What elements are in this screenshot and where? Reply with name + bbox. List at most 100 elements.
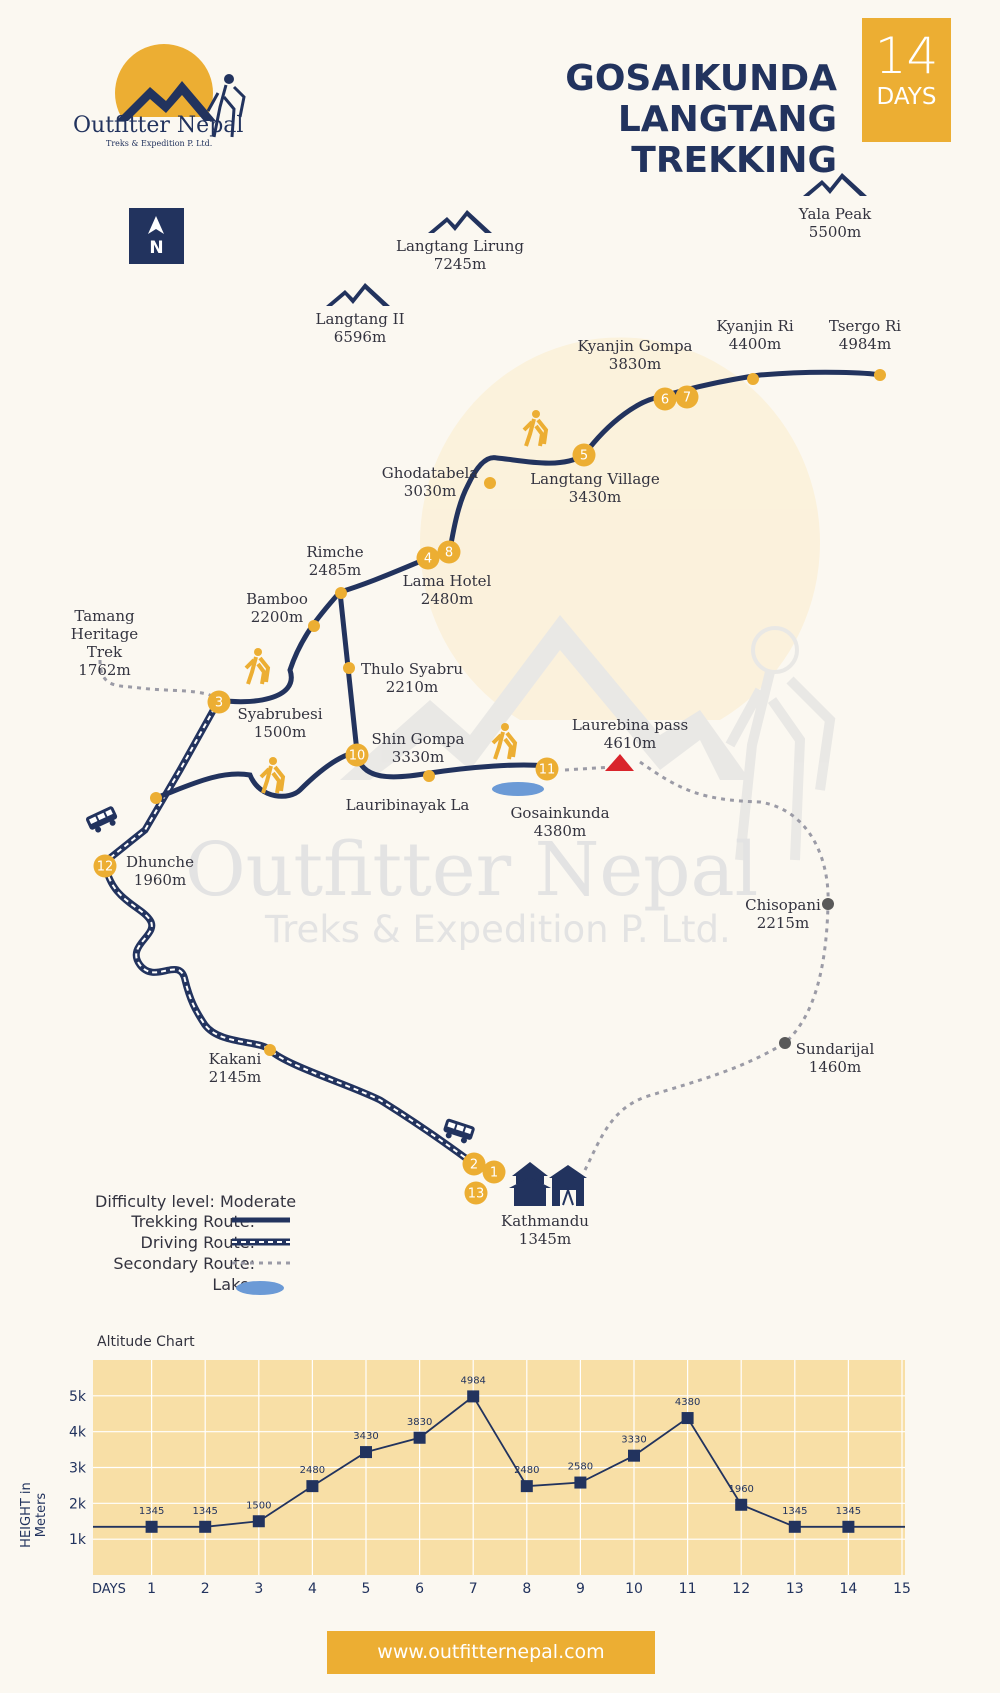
day-marker-label: 7 xyxy=(683,391,691,406)
day-marker: 1 xyxy=(482,1160,506,1184)
laurebina-pass-icon xyxy=(605,754,634,771)
place-height: 3330m xyxy=(391,748,445,766)
day-marker: 6 xyxy=(653,387,677,411)
hiker-icon xyxy=(259,757,286,794)
legend-lake-swatch xyxy=(236,1281,284,1295)
logo-name: Outfitter Nepal xyxy=(73,113,244,138)
title-line-2: TREKKING xyxy=(631,140,837,181)
x-tick-label: 13 xyxy=(786,1581,804,1597)
altitude-line xyxy=(93,1395,905,1528)
hiker-icon xyxy=(244,648,271,685)
peak-name: Langtang II xyxy=(315,310,405,328)
place-name: Lauribinayak La xyxy=(345,796,470,814)
north-arrow-icon xyxy=(148,216,164,234)
altitude-point xyxy=(842,1520,855,1533)
x-tick-label: 11 xyxy=(679,1581,697,1597)
altitude-data-label: 1345 xyxy=(139,1506,164,1517)
day-marker-label: 4 xyxy=(424,552,432,567)
place-height: 3430m xyxy=(568,488,622,506)
legend-difficulty: Difficulty level: Moderate xyxy=(95,1192,297,1211)
altitude-point xyxy=(145,1520,158,1533)
y-tick-label: 4k xyxy=(69,1425,87,1441)
day-marker-label: 2 xyxy=(470,1158,478,1173)
peak-label-yala-peak: Yala Peak 5500m xyxy=(775,205,895,241)
place-height: 4380m xyxy=(533,822,587,840)
place-name: Thulo Syabru xyxy=(360,660,464,678)
place-name: Laurebina pass xyxy=(571,716,689,734)
mountain-icon xyxy=(326,283,390,306)
place-height: 2210m xyxy=(385,678,439,696)
x-tick-label: 5 xyxy=(362,1581,371,1597)
peak-label-langtang-ii: Langtang II 6596m xyxy=(300,310,420,346)
place-name: Syabrubesi xyxy=(237,705,323,723)
place-name: Ghodatabela xyxy=(381,464,479,482)
place-height: 1460m xyxy=(808,1058,862,1076)
place-name: Tsergo Ri xyxy=(828,317,902,335)
secondary-routes xyxy=(98,659,830,1171)
day-marker-label: 3 xyxy=(215,696,223,711)
map-legend: Difficulty level: Moderate Trekking Rout… xyxy=(40,1192,305,1296)
altitude-data-label: 2480 xyxy=(514,1465,539,1476)
altitude-point xyxy=(520,1480,533,1493)
watermark-line-1: Outfitter Nepal xyxy=(185,827,758,913)
day-marker-label: 12 xyxy=(97,860,114,875)
mountain-icon xyxy=(803,173,867,196)
x-tick-label: 15 xyxy=(893,1581,911,1597)
place-name: Lama Hotel xyxy=(402,572,492,590)
y-tick-label: 2k xyxy=(69,1496,87,1512)
x-axis-label: DAYS xyxy=(92,1582,126,1597)
mountain-sun-hiker-icon xyxy=(108,44,246,147)
legend-secondary-label: Secondary Route: xyxy=(113,1254,255,1273)
peak-name: Yala Peak xyxy=(798,205,872,223)
place-name: Dhunche xyxy=(126,853,194,871)
place-height: 4400m xyxy=(728,335,782,353)
altitude-point xyxy=(467,1390,480,1403)
day-marker-label: 8 xyxy=(445,546,453,561)
place-height: 4610m xyxy=(603,734,657,752)
altitude-point xyxy=(413,1431,426,1444)
days-badge: 14 DAYS xyxy=(862,18,951,142)
place-name: Chisopani xyxy=(745,896,821,914)
y-tick-label: 5k xyxy=(69,1389,87,1405)
logo-tagline: Treks & Expedition P. Ltd. xyxy=(106,139,213,148)
altitude-point xyxy=(628,1449,640,1462)
north-compass: N xyxy=(129,208,184,264)
altitude-point xyxy=(199,1520,212,1533)
x-tick-label: 1 xyxy=(147,1581,156,1597)
day-marker: 10 xyxy=(345,743,369,767)
bus-icon xyxy=(85,806,118,833)
day-marker: 13 xyxy=(464,1181,488,1205)
peak-label-langtang-lirung: Langtang Lirung 7245m xyxy=(380,237,540,273)
altitude-point xyxy=(252,1515,265,1528)
day-marker: 4 xyxy=(416,546,440,570)
days-label: DAYS xyxy=(876,84,937,110)
day-marker-label: 6 xyxy=(661,393,669,408)
altitude-data-label: 1960 xyxy=(728,1484,753,1495)
place-height: 2215m xyxy=(756,914,810,932)
driving-route xyxy=(101,698,478,1168)
altitude-data-label: 1345 xyxy=(192,1506,217,1517)
peak-name: Langtang Lirung xyxy=(395,237,525,255)
altitude-data-label: 1345 xyxy=(782,1506,807,1517)
chisopani-dot xyxy=(822,898,834,910)
place-height: 1762m xyxy=(78,661,131,679)
x-tick-label: 14 xyxy=(839,1581,857,1597)
altitude-data-label: 1500 xyxy=(246,1500,271,1511)
place-height: 2200m xyxy=(250,608,304,626)
website-url-banner[interactable]: www.outfitternepal.com xyxy=(327,1631,655,1674)
x-tick-label: 8 xyxy=(522,1581,531,1597)
altitude-data-label: 2480 xyxy=(300,1465,325,1476)
legend-trekking-label: Trekking Route: xyxy=(131,1212,255,1231)
